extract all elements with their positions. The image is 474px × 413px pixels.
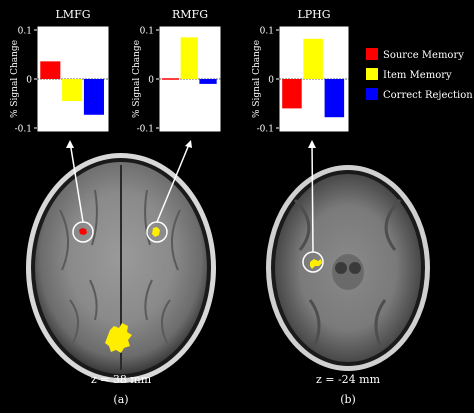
chart-title: LPHG bbox=[297, 8, 330, 21]
y-tick-label: 0 bbox=[268, 76, 274, 86]
activation-cluster-posterior bbox=[105, 323, 132, 353]
y-tick-label: -0.1 bbox=[137, 125, 154, 135]
activation-rmfg bbox=[152, 227, 160, 237]
legend-label: Source Memory bbox=[383, 50, 464, 61]
bar-correct-rejection bbox=[324, 79, 345, 118]
legend-swatch-correct-rejection bbox=[366, 88, 378, 100]
activation-cluster-lphg bbox=[310, 259, 322, 269]
panel-label-a: (a) bbox=[113, 393, 129, 406]
y-tick-label: 0.1 bbox=[140, 27, 154, 37]
legend-label: Correct Rejection bbox=[383, 90, 473, 101]
bar-correct-rejection bbox=[199, 79, 217, 84]
chart-title: LMFG bbox=[56, 8, 91, 21]
chart-lmfg: 0.1 0 -0.1 LMFG % Signal Change bbox=[10, 8, 110, 135]
bar-item-memory bbox=[303, 38, 323, 79]
bar-correct-rejection bbox=[83, 79, 104, 115]
connector-lines bbox=[69, 141, 314, 253]
chart-lphg: 0.1 0 -0.1 LPHG % Signal Change bbox=[252, 8, 350, 135]
y-axis-label: % Signal Change bbox=[10, 40, 20, 118]
y-tick-label: 0.1 bbox=[260, 27, 274, 37]
chart-rmfg: 0.1 0 -0.1 RMFG % Signal Change bbox=[132, 8, 222, 135]
legend-swatch-item-memory bbox=[366, 68, 378, 80]
y-tick-label: 0 bbox=[148, 76, 154, 86]
slice-label-b: z = -24 mm bbox=[315, 373, 381, 386]
brain-slice-a bbox=[26, 153, 216, 383]
bar-source-memory bbox=[282, 79, 302, 109]
bar-item-memory bbox=[180, 37, 198, 79]
legend-swatch-source-memory bbox=[366, 48, 378, 60]
brain-slice-b bbox=[266, 165, 430, 371]
slice-label-a: z = 38 mm bbox=[90, 373, 152, 386]
y-tick-label: 0.1 bbox=[18, 27, 32, 37]
y-axis-label: % Signal Change bbox=[132, 40, 142, 118]
y-tick-label: 0 bbox=[26, 76, 32, 86]
bar-item-memory bbox=[62, 79, 83, 102]
arrowheads bbox=[66, 140, 316, 148]
y-axis-label: % Signal Change bbox=[252, 40, 262, 118]
bar-source-memory bbox=[40, 61, 61, 79]
y-tick-label: -0.1 bbox=[15, 125, 32, 135]
y-tick-label: -0.1 bbox=[257, 125, 274, 135]
legend-label: Item Memory bbox=[383, 70, 452, 81]
bar-source-memory bbox=[161, 78, 180, 80]
panel-label-b: (b) bbox=[340, 393, 356, 406]
chart-title: RMFG bbox=[172, 8, 208, 21]
activation-lmfg bbox=[79, 228, 87, 235]
